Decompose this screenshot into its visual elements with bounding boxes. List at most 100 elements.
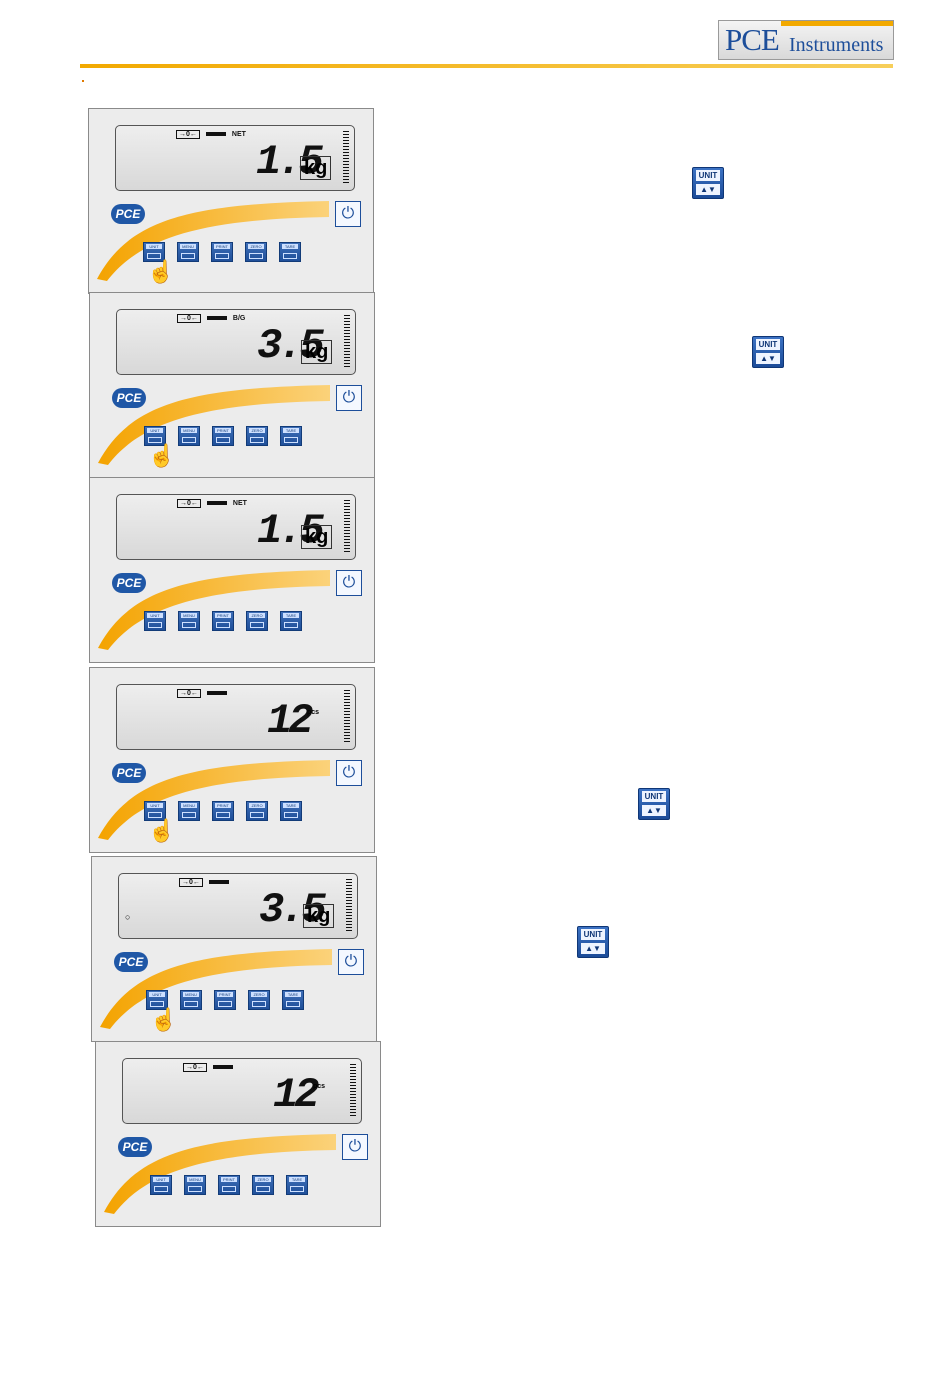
- key-print[interactable]: PRINT: [212, 426, 234, 446]
- key-unit[interactable]: UNIT: [150, 1175, 172, 1195]
- key-unit[interactable]: UNIT: [143, 242, 165, 262]
- key-print[interactable]: PRINT: [212, 611, 234, 631]
- key-unit[interactable]: UNIT: [144, 426, 166, 446]
- pce-badge: PCE: [112, 388, 146, 408]
- power-button[interactable]: ⏻: [336, 385, 362, 411]
- key-zero[interactable]: ZERO: [248, 990, 270, 1010]
- orange-swoosh: [100, 949, 332, 1029]
- pce-badge: PCE: [114, 952, 148, 972]
- lcd-bargraph: [350, 1064, 356, 1116]
- lcd-bargraph: [344, 315, 350, 367]
- power-button[interactable]: ⏻: [336, 570, 362, 596]
- scale-display-panel: →0← 12 pcs PCE ⏻ UNIT MENU PRINT ZERO TARE: [95, 1041, 381, 1227]
- lcd-screen: →0←B/G 3.5 kg: [116, 309, 356, 375]
- lcd-screen: →0← 12 pcs: [122, 1058, 362, 1124]
- pce-badge: PCE: [112, 763, 146, 783]
- key-menu[interactable]: MENU: [184, 1175, 206, 1195]
- lcd-screen: →0←NET 1.5 kg: [115, 125, 355, 191]
- orange-swoosh: [104, 1134, 336, 1214]
- lcd-value: 12: [273, 1071, 319, 1119]
- unit-key-icon: UNIT▲▼: [577, 926, 609, 958]
- lcd-unit: kg: [301, 340, 333, 364]
- hand-pointer-icon: ☝: [147, 259, 175, 284]
- keypad: UNIT MENU PRINT ZERO TARE: [143, 242, 313, 267]
- scale-display-panel: →0←NET 1.5 kg PCE ⏻ UNIT MENU PRINT ZERO TAR…: [88, 108, 374, 294]
- key-tare[interactable]: TARE: [280, 426, 302, 446]
- orange-swoosh: [98, 570, 330, 650]
- key-unit[interactable]: UNIT: [144, 611, 166, 631]
- hand-pointer-icon: ☝: [148, 443, 176, 468]
- orange-swoosh: [98, 760, 330, 840]
- hand-pointer-icon: ☝: [150, 1007, 178, 1032]
- orange-swoosh: [97, 201, 329, 281]
- key-print[interactable]: PRINT: [212, 801, 234, 821]
- key-menu[interactable]: MENU: [178, 801, 200, 821]
- lcd-value: 3.5: [259, 886, 327, 934]
- keypad: UNIT MENU PRINT ZERO TARE: [150, 1175, 320, 1200]
- unit-key-icon: UNIT▲▼: [752, 336, 784, 368]
- lcd-annunciators: →0←NET: [177, 499, 247, 508]
- power-button[interactable]: ⏻: [342, 1134, 368, 1160]
- lcd-bargraph: [343, 131, 349, 183]
- key-tare[interactable]: TARE: [282, 990, 304, 1010]
- key-zero[interactable]: ZERO: [246, 611, 268, 631]
- lcd-bargraph: [344, 500, 350, 552]
- keypad: UNIT MENU PRINT ZERO TARE: [144, 426, 314, 451]
- key-tare[interactable]: TARE: [280, 611, 302, 631]
- lcd-screen: →0← 12 pcs: [116, 684, 356, 750]
- key-unit[interactable]: UNIT: [146, 990, 168, 1010]
- lcd-screen: →0←NET 1.5 kg: [116, 494, 356, 560]
- pce-badge: PCE: [118, 1137, 152, 1157]
- key-tare[interactable]: TARE: [279, 242, 301, 262]
- key-zero[interactable]: ZERO: [246, 426, 268, 446]
- lcd-indicator: NET: [232, 500, 247, 507]
- keypad: UNIT MENU PRINT ZERO TARE: [144, 611, 314, 636]
- logo-bar: [781, 21, 893, 26]
- logo-instruments-text: Instruments: [789, 34, 884, 56]
- bullet-dot: [82, 80, 84, 82]
- lcd-unit: pcs: [307, 709, 320, 716]
- lcd-value: 1.5: [257, 507, 325, 555]
- key-menu[interactable]: MENU: [177, 242, 199, 262]
- lcd-value: 1.5: [256, 138, 324, 186]
- lcd-annunciators: →0←: [177, 689, 233, 698]
- key-print[interactable]: PRINT: [211, 242, 233, 262]
- lcd-annunciators: →0←: [179, 878, 235, 887]
- keypad: UNIT MENU PRINT ZERO TARE: [144, 801, 314, 826]
- key-menu[interactable]: MENU: [180, 990, 202, 1010]
- key-menu[interactable]: MENU: [178, 611, 200, 631]
- power-button[interactable]: ⏻: [338, 949, 364, 975]
- lcd-value: 3.5: [257, 322, 325, 370]
- key-menu[interactable]: MENU: [178, 426, 200, 446]
- key-tare[interactable]: TARE: [280, 801, 302, 821]
- lcd-annunciators: →0←NET: [176, 130, 246, 139]
- lcd-bargraph: [344, 690, 350, 742]
- unit-key-icon: UNIT▲▼: [638, 788, 670, 820]
- lcd-unit: kg: [303, 904, 335, 928]
- lcd-annunciators: →0←: [183, 1063, 239, 1072]
- pce-badge: PCE: [111, 204, 145, 224]
- lcd-bargraph: [346, 879, 352, 931]
- header-logo: PCE Instruments: [718, 20, 894, 60]
- key-unit[interactable]: UNIT: [144, 801, 166, 821]
- key-zero[interactable]: ZERO: [245, 242, 267, 262]
- lcd-unit: pcs: [313, 1083, 326, 1090]
- lcd-indicator: NET: [231, 131, 246, 138]
- power-button[interactable]: ⏻: [336, 760, 362, 786]
- key-zero[interactable]: ZERO: [246, 801, 268, 821]
- key-print[interactable]: PRINT: [218, 1175, 240, 1195]
- lcd-value: 12: [267, 697, 313, 745]
- power-button[interactable]: ⏻: [335, 201, 361, 227]
- key-zero[interactable]: ZERO: [252, 1175, 274, 1195]
- header-rule: [80, 64, 893, 68]
- scale-display-panel: →0←B/G 3.5 kg PCE ⏻ UNIT MENU PRINT ZERO TAR…: [89, 292, 375, 478]
- lcd-indicator: B/G: [232, 315, 246, 322]
- logo-pce-text: PCE: [725, 22, 780, 57]
- unit-key-icon: UNIT▲▼: [692, 167, 724, 199]
- key-print[interactable]: PRINT: [214, 990, 236, 1010]
- orange-swoosh: [98, 385, 330, 465]
- key-tare[interactable]: TARE: [286, 1175, 308, 1195]
